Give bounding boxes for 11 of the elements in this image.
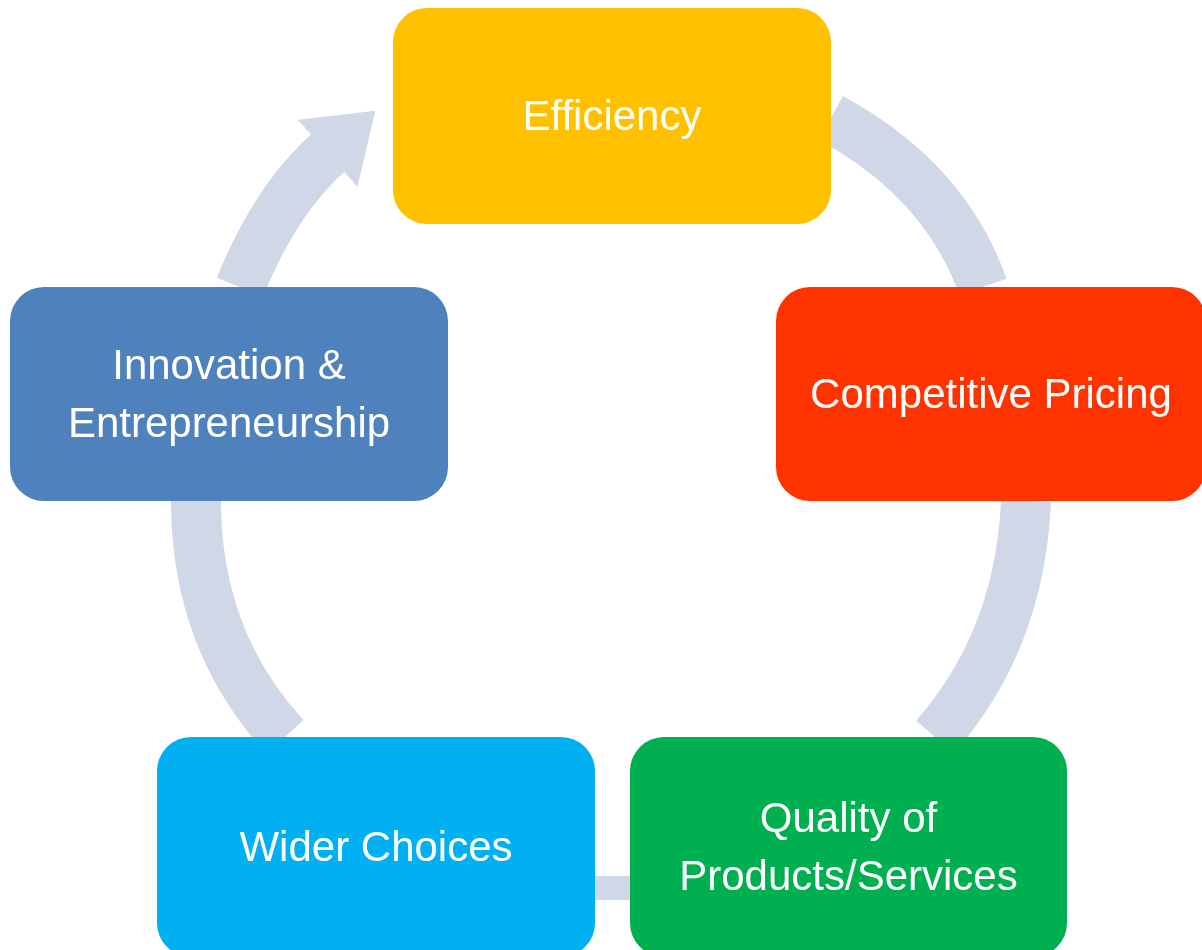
- box-label: Competitive Pricing: [810, 369, 1172, 419]
- connector-band: [595, 876, 630, 900]
- process-box: [630, 737, 1067, 950]
- process-box: [157, 737, 595, 950]
- process-box: [776, 287, 1202, 501]
- box-label: Innovation & Entrepreneurship: [66, 340, 392, 448]
- box-label: Wider Choices: [239, 822, 513, 872]
- process-box: [10, 287, 448, 501]
- process-box: [393, 8, 831, 224]
- box-label: Efficiency: [522, 91, 702, 141]
- box-label: Quality of Products/Services: [678, 793, 1019, 901]
